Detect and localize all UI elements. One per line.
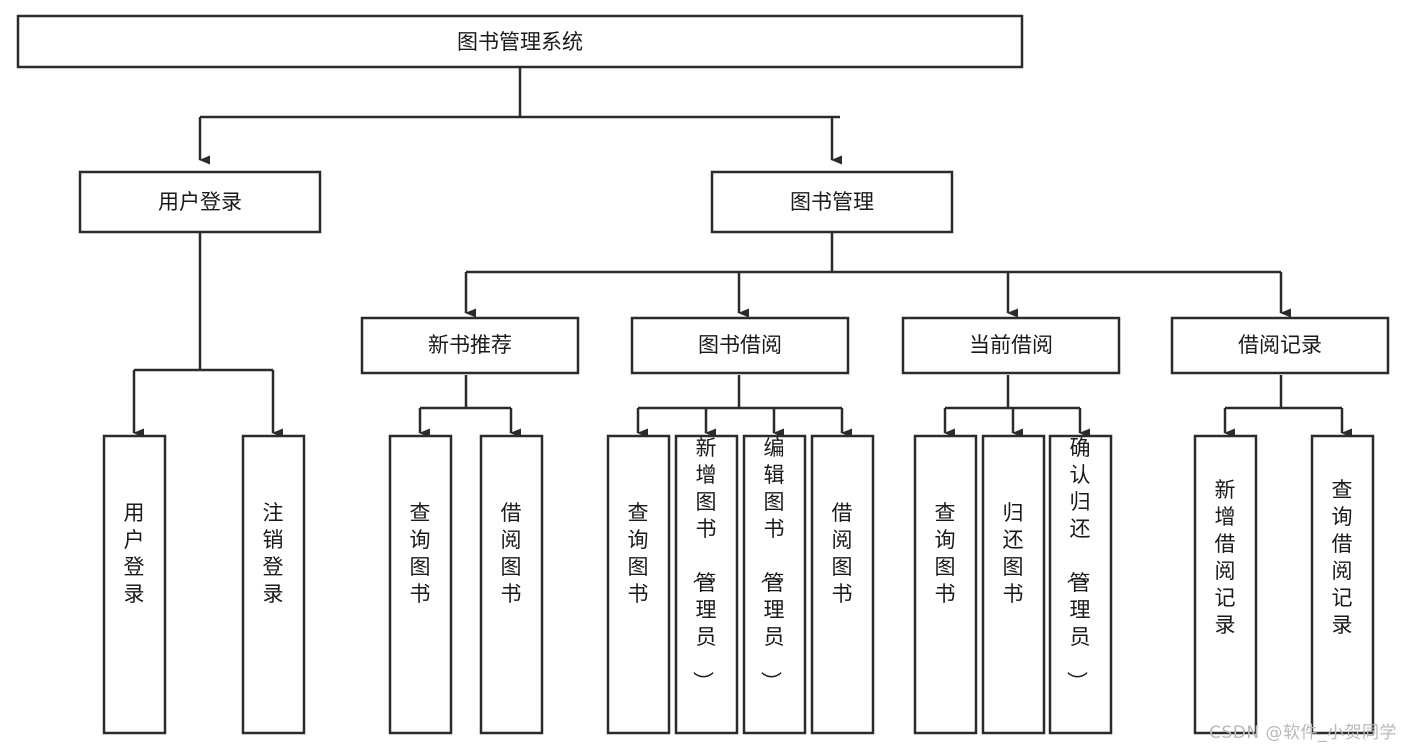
edges-layer xyxy=(132,67,1352,438)
node-leaf-2-label: 注销登录 xyxy=(263,501,284,606)
node-leaf-6-box[interactable] xyxy=(674,434,739,735)
node-leaf-3[interactable]: 查询图书 xyxy=(388,434,453,735)
node-current[interactable]: 当前借阅 xyxy=(901,316,1121,375)
node-leaf-1[interactable]: 用户登录 xyxy=(102,434,167,735)
node-leaf-4[interactable]: 借阅图书 xyxy=(479,434,544,735)
node-root-label: 图书管理系统 xyxy=(457,30,583,54)
node-leaf-1-label: 用户登录 xyxy=(124,501,145,606)
node-leaf-4-box[interactable] xyxy=(479,434,544,735)
node-leaf-9-label: 查询图书 xyxy=(935,501,956,606)
node-leaf-9[interactable]: 查询图书 xyxy=(913,434,978,735)
node-login[interactable]: 用户登录 xyxy=(78,170,322,234)
node-newbook-box[interactable] xyxy=(360,316,580,375)
node-leaf-11-label: 确认归还（管理员） xyxy=(1065,436,1091,692)
node-leaf-7-label: 编辑图书（管理员） xyxy=(759,436,785,692)
node-leaf-1-box[interactable] xyxy=(102,434,167,735)
node-leaf-8-label: 借阅图书 xyxy=(832,501,853,606)
node-bookmgmt-label: 图书管理 xyxy=(790,190,874,214)
node-leaf-6[interactable]: 新增图书（管理员） xyxy=(674,434,739,735)
node-leaf-10-label: 归还图书 xyxy=(1003,501,1024,606)
node-bookmgmt[interactable]: 图书管理 xyxy=(710,170,954,234)
node-leaf-12-box[interactable] xyxy=(1193,434,1258,735)
node-borrow-box[interactable] xyxy=(630,316,850,375)
node-leaf-10-box[interactable] xyxy=(981,434,1046,735)
node-leaf-11-box[interactable] xyxy=(1048,434,1113,735)
node-login-label: 用户登录 xyxy=(158,190,242,214)
node-borrow[interactable]: 图书借阅 xyxy=(630,316,850,375)
node-bookmgmt-box[interactable] xyxy=(710,170,954,234)
node-leaf-5-box[interactable] xyxy=(606,434,671,735)
node-newbook[interactable]: 新书推荐 xyxy=(360,316,580,375)
node-records[interactable]: 借阅记录 xyxy=(1170,316,1390,375)
node-current-box[interactable] xyxy=(901,316,1121,375)
node-leaf-8-box[interactable] xyxy=(810,434,875,735)
node-leaf-2-box[interactable] xyxy=(241,434,306,735)
node-leaf-3-label: 查询图书 xyxy=(410,501,431,606)
node-records-box[interactable] xyxy=(1170,316,1390,375)
node-leaf-8[interactable]: 借阅图书 xyxy=(810,434,875,735)
node-leaf-7-box[interactable] xyxy=(742,434,807,735)
leaf-nodes-layer: 用户登录 注销登录 查询图书 借阅图书 查询图书 新增图书（管理员） xyxy=(102,434,1375,735)
node-leaf-13[interactable]: 查询借阅记录 xyxy=(1310,434,1375,735)
node-leaf-10[interactable]: 归还图书 xyxy=(981,434,1046,735)
node-current-label: 当前借阅 xyxy=(969,333,1053,357)
node-leaf-13-label: 查询借阅记录 xyxy=(1332,478,1353,637)
node-leaf-9-box[interactable] xyxy=(913,434,978,735)
node-records-label: 借阅记录 xyxy=(1238,333,1322,357)
node-login-box[interactable] xyxy=(78,170,322,234)
node-leaf-5-label: 查询图书 xyxy=(628,501,649,606)
node-root-box[interactable] xyxy=(16,14,1024,69)
node-leaf-4-label: 借阅图书 xyxy=(501,501,522,606)
node-leaf-6-label: 新增图书（管理员） xyxy=(691,436,717,692)
node-newbook-label: 新书推荐 xyxy=(428,333,512,357)
node-leaf-12[interactable]: 新增借阅记录 xyxy=(1193,434,1258,735)
node-leaf-3-box[interactable] xyxy=(388,434,453,735)
node-leaf-5[interactable]: 查询图书 xyxy=(606,434,671,735)
node-leaf-2[interactable]: 注销登录 xyxy=(241,434,306,735)
node-leaf-11[interactable]: 确认归还（管理员） xyxy=(1048,434,1113,735)
node-root[interactable]: 图书管理系统 xyxy=(16,14,1024,69)
node-leaf-12-label: 新增借阅记录 xyxy=(1215,478,1236,637)
node-leaf-7[interactable]: 编辑图书（管理员） xyxy=(742,434,807,735)
csdn-watermark: CSDN @软件_小贺同学 xyxy=(1209,723,1397,743)
node-leaf-13-box[interactable] xyxy=(1310,434,1375,735)
node-borrow-label: 图书借阅 xyxy=(698,333,782,357)
